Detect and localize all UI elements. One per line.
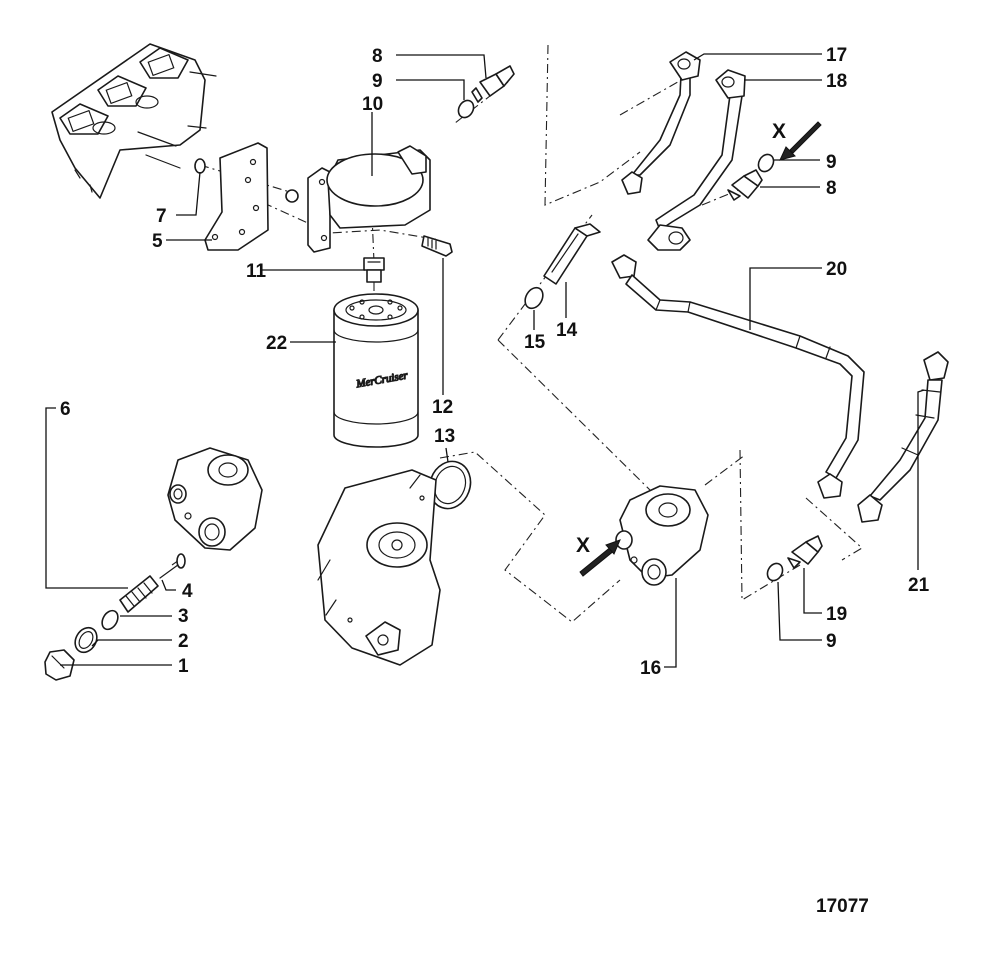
callout-labels: 1 2 3 4 5 6 7 8 8 9 9 9 10 11 12 13 14 1… <box>60 45 930 679</box>
flow-arrow-x-bottom <box>579 539 621 577</box>
flow-arrow-x-top <box>779 121 822 161</box>
callout-20: 20 <box>826 259 847 280</box>
callout-11: 11 <box>246 261 267 282</box>
callout-21: 21 <box>908 575 930 596</box>
oil-line-21 <box>857 351 949 523</box>
callout-5: 5 <box>152 231 163 252</box>
callout-2: 2 <box>178 631 189 652</box>
remote-filter-adapter-16 <box>615 485 709 586</box>
callout-1: 1 <box>178 656 189 677</box>
washer-7 <box>194 158 206 174</box>
bolt-12 <box>421 235 453 257</box>
fitting-8-right <box>727 169 763 201</box>
leader-lines <box>45 53 925 668</box>
callout-13: 13 <box>434 426 455 447</box>
figure-number: 17077 <box>816 896 869 917</box>
callout-9-bottom: 9 <box>826 631 837 652</box>
adapter-tube-14 <box>543 223 601 285</box>
engine-block-mount <box>317 469 441 666</box>
oil-hose-18 <box>647 69 746 251</box>
flow-marker-x-bottom: X <box>576 534 590 557</box>
oil-line-20 <box>611 254 865 499</box>
washer-2 <box>74 626 98 654</box>
callout-9-top: 9 <box>372 71 383 92</box>
callout-7: 7 <box>156 206 167 227</box>
fitting-8-top <box>471 65 515 103</box>
relief-valve-housing <box>167 447 263 551</box>
callout-3: 3 <box>178 606 189 627</box>
oring-3 <box>101 609 119 631</box>
plug-1 <box>44 649 75 681</box>
callout-9-right: 9 <box>826 152 837 173</box>
washer-9-bottom <box>766 562 784 582</box>
nut <box>285 189 299 203</box>
callout-8-top: 8 <box>372 46 383 67</box>
callout-12: 12 <box>432 397 453 418</box>
callout-17: 17 <box>826 45 847 66</box>
callout-19: 19 <box>826 604 847 625</box>
fitting-11 <box>363 257 385 283</box>
callout-8-right: 8 <box>826 178 837 199</box>
callout-10: 10 <box>362 94 383 115</box>
washer-9-top <box>457 99 475 119</box>
mounting-bracket <box>204 142 269 251</box>
oil-hose-17 <box>621 51 701 195</box>
exhaust-manifold <box>51 43 217 199</box>
filter-head-adapter <box>307 145 431 253</box>
spring-6 <box>119 575 159 613</box>
callout-6: 6 <box>60 399 71 420</box>
callout-22: 22 <box>266 333 287 354</box>
washer-9-right <box>757 153 775 173</box>
callout-14: 14 <box>556 320 578 341</box>
oil-filter: MerCruiser <box>333 293 419 448</box>
callout-4: 4 <box>182 581 193 602</box>
fitting-19 <box>787 535 823 569</box>
callout-15: 15 <box>524 332 546 353</box>
relief-piston-4 <box>159 553 186 579</box>
callout-18: 18 <box>826 71 847 92</box>
flow-marker-x-top: X <box>772 120 786 143</box>
washer-15 <box>524 286 544 310</box>
callout-16: 16 <box>640 658 661 679</box>
